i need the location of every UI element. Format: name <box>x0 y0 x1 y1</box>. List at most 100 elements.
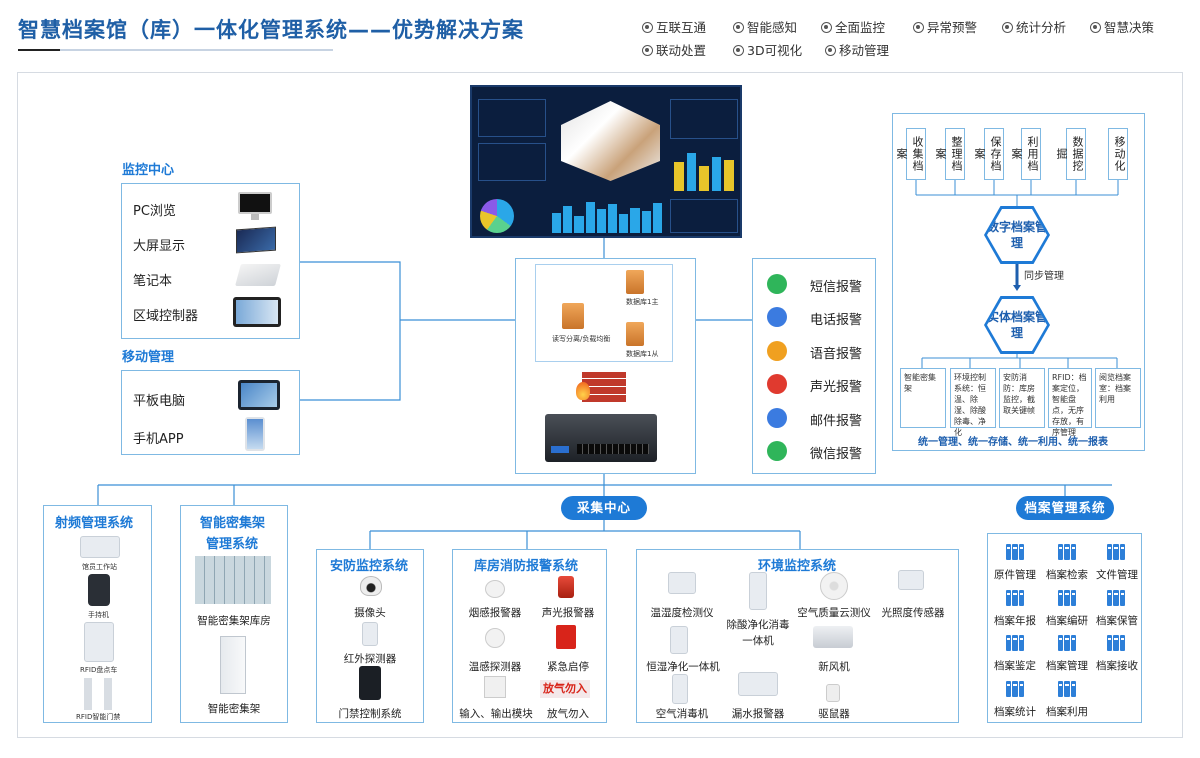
alarm-mail-label: 邮件报警 <box>810 414 863 429</box>
io-module-icon <box>484 676 506 698</box>
siren-label: 声光报警器 <box>541 607 595 619</box>
wechat-icon <box>767 441 787 461</box>
sms-icon <box>767 274 787 294</box>
feature-tag: 3D可视化 <box>733 40 802 59</box>
rodent-repeller-label: 驱鼠器 <box>818 708 850 720</box>
siren-icon <box>767 374 787 394</box>
dashboard-screen <box>470 85 742 238</box>
thermo-hygrometer-icon <box>668 572 696 594</box>
alarm-panel <box>752 258 876 474</box>
flow-step-mining: 数据挖掘 <box>1055 128 1086 180</box>
heat-detector-icon <box>485 628 505 648</box>
big-screen-label: 大屏显示 <box>133 239 186 254</box>
dashboard-panel <box>478 143 546 181</box>
tablet-label: 平板电脑 <box>133 394 186 409</box>
emergency-stop-label: 紧急启停 <box>547 661 589 673</box>
radio-icon <box>733 45 744 56</box>
workstation-label: 馆员工作站 <box>82 563 117 571</box>
archive-icon <box>1058 590 1076 606</box>
microphone-icon <box>767 341 787 361</box>
monitor-center-title: 监控中心 <box>122 163 175 178</box>
radio-icon <box>1090 22 1101 33</box>
flame-icon <box>576 382 590 400</box>
line-chart-panel <box>670 99 738 139</box>
purifier-icon <box>749 572 767 610</box>
camera-icon <box>360 576 382 596</box>
desc-smart-shelf: 智能密集架 <box>900 368 946 428</box>
purifier-label: 除酸净化消毒一体机 <box>726 619 790 647</box>
server-icon <box>562 303 584 329</box>
title-underline-accent <box>18 49 60 51</box>
feature-tag: 互联互通 <box>642 17 706 36</box>
collection-center-badge: 采集中心 <box>561 496 647 520</box>
infrared-label: 红外探测器 <box>343 653 397 665</box>
archive-icon <box>1107 635 1125 651</box>
3d-model-icon <box>561 101 660 181</box>
db-slave-label: 数据库1从 <box>626 350 659 358</box>
smoke-detector-icon <box>485 580 505 598</box>
archive-item: 档案年报 <box>994 615 1036 627</box>
phone-app-label: 手机APP <box>133 432 184 447</box>
air-quality-label: 空气质量云测仪 <box>797 607 871 619</box>
monitor-stand-icon <box>251 214 259 220</box>
workstation-icon <box>80 536 120 558</box>
feature-tag: 异常预警 <box>913 17 977 36</box>
rfid-title: 射频管理系统 <box>55 516 134 531</box>
heat-detector-label: 温感探测器 <box>468 661 522 673</box>
inventory-cart-label: RFID盘点车 <box>80 666 118 674</box>
radio-icon <box>642 45 653 56</box>
no-entry-sign: 放气勿入 <box>540 680 590 698</box>
leak-alarm-label: 漏水报警器 <box>731 708 785 720</box>
server-topology <box>535 264 673 362</box>
dashboard-panel <box>670 199 738 233</box>
alarm-light-label: 声光报警 <box>810 380 863 395</box>
radio-icon <box>825 45 836 56</box>
area-controller-label: 区域控制器 <box>133 309 199 324</box>
humidity-purifier-icon <box>670 626 688 654</box>
archive-item: 档案管理 <box>1046 660 1088 672</box>
feature-tag: 智能感知 <box>733 17 797 36</box>
archive-item: 档案编研 <box>1046 615 1088 627</box>
flow-step-use: 利用档案 <box>1010 128 1041 180</box>
archive-item: 档案鉴定 <box>994 660 1036 672</box>
humidity-purifier-label: 恒湿净化一体机 <box>646 661 720 673</box>
rfid-gate-label: RFID智能门禁 <box>76 713 121 721</box>
security-title: 安防监控系统 <box>330 559 409 574</box>
smoke-detector-label: 烟感报警器 <box>468 607 522 619</box>
archive-item: 档案利用 <box>1046 706 1088 718</box>
sync-label: 同步管理 <box>1024 271 1064 282</box>
camera-label: 摄像头 <box>354 607 386 619</box>
feature-tag: 智慧决策 <box>1090 17 1154 36</box>
pie-chart-icon <box>480 199 514 233</box>
desc-rfid: RFID：档案定位，智能盘点，无序存放，有序管理 <box>1048 368 1092 437</box>
inventory-cart-icon <box>84 622 114 662</box>
archive-icon <box>1058 544 1076 560</box>
archive-icon <box>1058 635 1076 651</box>
server-icon <box>626 322 644 346</box>
flow-step-preserve: 保存档案 <box>973 128 1004 180</box>
archive-flow-lines <box>915 180 1119 368</box>
flow-step-collect: 收集档案 <box>895 128 926 180</box>
alarm-voice-label: 语音报警 <box>810 347 863 362</box>
archive-system-badge: 档案管理系统 <box>1016 496 1114 520</box>
mail-icon <box>767 408 787 428</box>
leak-alarm-icon <box>738 672 778 696</box>
shelf-room-icon <box>195 556 271 604</box>
air-sterilizer-label: 空气消毒机 <box>655 708 709 720</box>
feature-tag: 统计分析 <box>1002 17 1066 36</box>
io-module-label: 输入、输出模块 <box>459 708 533 720</box>
phone-icon <box>245 417 265 451</box>
db-master-label: 数据库1主 <box>626 298 659 306</box>
archive-item: 文件管理 <box>1096 569 1138 581</box>
shelf-cabinet-icon <box>220 636 246 694</box>
monitor-icon <box>238 192 272 214</box>
light-sensor-icon <box>898 570 924 590</box>
gate-post-icon <box>104 678 112 710</box>
laptop-label: 笔记本 <box>133 274 173 289</box>
diagram-frame <box>17 72 1183 738</box>
alarm-siren-icon <box>558 576 574 598</box>
laptop-icon <box>235 264 281 286</box>
air-quality-icon <box>820 572 848 600</box>
flow-step-organize: 整理档案 <box>934 128 965 180</box>
light-sensor-label: 光照度传感器 <box>881 607 945 619</box>
